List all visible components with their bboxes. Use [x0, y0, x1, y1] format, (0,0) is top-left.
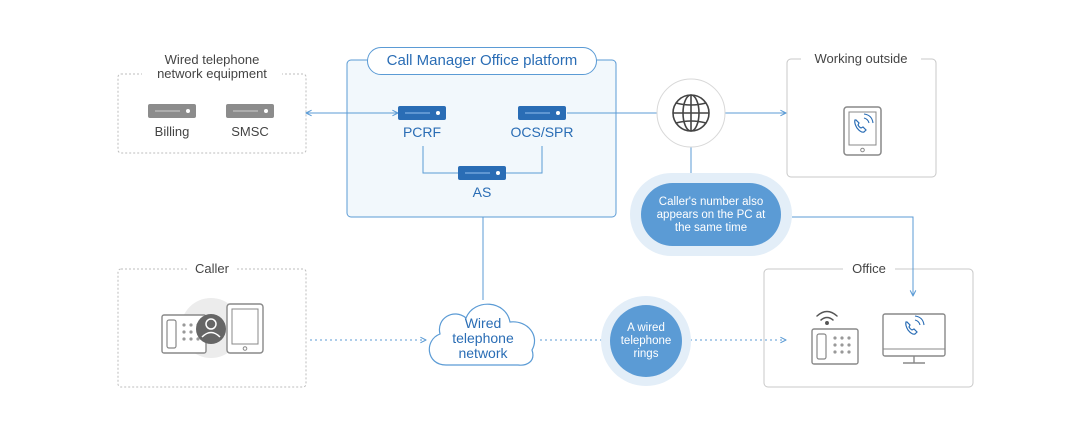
billing-label: Billing: [154, 124, 190, 139]
globe-icon: [656, 78, 726, 148]
smsc-label: SMSC: [231, 124, 269, 139]
office-desk-phone: [811, 310, 859, 365]
desk-phone-icon: [161, 314, 207, 354]
callout-ring-text: A wired telephone rings: [620, 322, 672, 360]
ocs-spr-label: OCS/SPR: [510, 124, 574, 140]
callout-ring-bubble: [610, 305, 682, 377]
callout-pc-text: Caller's number also appears on the PC a…: [656, 196, 766, 234]
cloud-icon: [428, 303, 536, 366]
callout-pc-bubble: [641, 183, 781, 246]
caller-devices: [161, 298, 264, 358]
wifi-icon: [816, 310, 838, 325]
pcrf-label: PCRF: [402, 124, 442, 140]
wired-equipment-box: [117, 73, 307, 154]
caller-box: [117, 268, 307, 388]
monitor-phone-icon: [882, 313, 946, 364]
user-avatar-icon: [196, 314, 226, 344]
as-server-icon: [458, 166, 506, 180]
caller-title: Caller: [187, 262, 237, 276]
platform-title: Call Manager Office platform: [367, 47, 597, 75]
wired-equipment-title: Wired telephone network equipment: [142, 53, 282, 81]
ocs-spr-server-icon: [518, 106, 566, 120]
caller-tablet-icon: [226, 303, 264, 354]
working-outside-title: Working outside: [801, 52, 921, 66]
as-label: AS: [472, 184, 492, 200]
desk-phone-icon: [811, 328, 859, 365]
billing-server-icon: [148, 104, 196, 118]
smsc-server-icon: [226, 104, 274, 118]
network-label: Wired telephone network: [452, 315, 514, 361]
tablet-phone-icon: [843, 106, 882, 156]
connection-lines: [306, 113, 913, 340]
pcrf-server-icon: [398, 106, 446, 120]
office-title: Office: [843, 262, 895, 276]
